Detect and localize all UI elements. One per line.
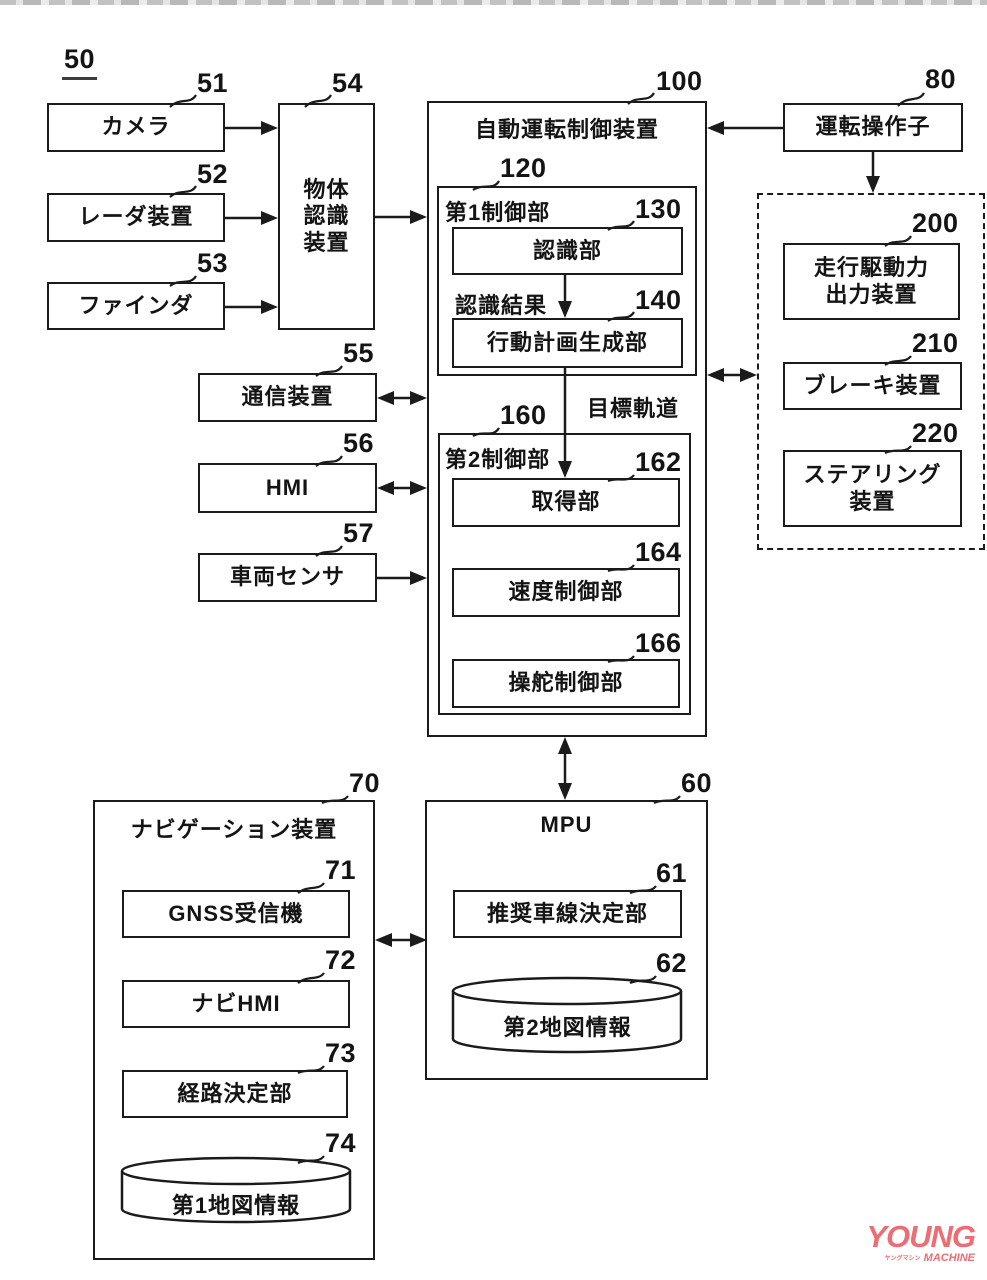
block-radar: レーダ装置: [47, 193, 225, 242]
block-recommended-lane: 推奨車線決定部: [453, 890, 682, 938]
block-auto-drive-control-title: 自動運転制御装置: [474, 117, 659, 142]
ref-74: 74: [325, 1128, 357, 1158]
block-steering-control: 操舵制御部: [452, 659, 680, 708]
block-camera-label: カメラ: [101, 114, 171, 140]
watermark-kana-text: ヤングマシン: [884, 1255, 921, 1262]
cylinder-map1-label: 第1地図情報: [171, 1193, 301, 1218]
block-radar-label: レーダ装置: [78, 204, 194, 230]
ref-52: 52: [197, 159, 229, 189]
block-second-control-label: 第2制御部: [445, 447, 551, 472]
block-navigation-title: ナビゲーション装置: [130, 817, 338, 842]
block-steering-device-label: ステアリング 装置: [803, 462, 941, 515]
ref-62: 62: [656, 948, 688, 978]
block-hmi: HMI: [198, 463, 377, 513]
object-recognition-line3: 装置: [303, 229, 350, 255]
ref-73: 73: [325, 1038, 357, 1068]
block-finder: ファインダ: [47, 282, 225, 330]
block-drive-force-output: 走行駆動力 出力装置: [783, 243, 960, 320]
drive-force-line1: 走行駆動力: [813, 255, 929, 281]
ref-60: 60: [681, 768, 713, 798]
block-speed-control-label: 速度制御部: [508, 579, 624, 605]
block-communication: 通信装置: [198, 373, 377, 422]
scan-artifact-top-edge: [0, 0, 987, 5]
ref-56: 56: [343, 428, 375, 458]
ref-160: 160: [500, 400, 547, 430]
block-driving-operator: 運転操作子: [783, 103, 963, 152]
block-vehicle-sensor: 車両センサ: [198, 553, 377, 602]
ref-61: 61: [656, 858, 688, 888]
ref-120: 120: [500, 153, 547, 183]
block-steering-control-label: 操舵制御部: [508, 670, 624, 696]
ref-220: 220: [912, 418, 959, 448]
block-camera: カメラ: [47, 103, 225, 152]
object-recognition-line2: 認識: [303, 203, 350, 229]
block-gnss-label: GNSS受信機: [168, 900, 304, 926]
block-vehicle-sensor-label: 車両センサ: [229, 564, 345, 590]
block-acquisition: 取得部: [452, 478, 680, 527]
ref-166: 166: [635, 628, 682, 658]
ref-54: 54: [332, 68, 364, 98]
block-action-plan: 行動計画生成部: [452, 318, 683, 368]
ref-50: 50: [62, 44, 98, 80]
block-first-control-label: 第1制御部: [445, 200, 551, 225]
block-object-recognition: 物体 認識 装置: [278, 103, 375, 330]
ref-164: 164: [635, 537, 682, 567]
ref-80: 80: [925, 64, 957, 94]
block-route-decision: 経路決定部: [122, 1070, 348, 1118]
block-recognition: 認識部: [452, 227, 683, 275]
ref-140: 140: [635, 285, 682, 315]
ref-162: 162: [635, 447, 682, 477]
watermark-machine-text: MACHINE: [923, 1252, 975, 1264]
block-recognition-label: 認識部: [532, 237, 602, 263]
drive-force-line2: 出力装置: [825, 281, 918, 307]
block-brake-label: ブレーキ装置: [803, 372, 942, 398]
ref-51: 51: [197, 68, 229, 98]
ref-71: 71: [325, 855, 357, 885]
block-communication-label: 通信装置: [241, 384, 334, 410]
block-driving-operator-label: 運転操作子: [815, 114, 931, 140]
block-finder-label: ファインダ: [78, 292, 194, 318]
ref-100: 100: [656, 66, 703, 96]
block-navi-hmi-label: ナビHMI: [191, 990, 281, 1016]
block-action-plan-label: 行動計画生成部: [486, 329, 648, 355]
block-recommended-lane-label: 推奨車線決定部: [486, 900, 648, 926]
edge-label-recognition-result: 認識結果: [455, 293, 548, 318]
block-object-recognition-label: 物体 認識 装置: [303, 177, 349, 256]
ref-210: 210: [912, 328, 959, 358]
block-navi-hmi: ナビHMI: [122, 980, 350, 1028]
object-recognition-line1: 物体: [303, 176, 350, 202]
steering-device-line1: ステアリング: [803, 462, 942, 488]
ref-72: 72: [325, 945, 357, 975]
block-drive-force-output-label: 走行駆動力 出力装置: [814, 255, 929, 308]
edge-label-target-trajectory: 目標軌道: [587, 396, 680, 421]
block-route-decision-label: 経路決定部: [177, 1080, 293, 1106]
block-brake: ブレーキ装置: [783, 362, 962, 410]
block-hmi-label: HMI: [265, 474, 310, 500]
block-mpu-title: MPU: [540, 812, 593, 837]
ref-200: 200: [912, 208, 959, 238]
block-steering-device: ステアリング 装置: [783, 450, 962, 527]
ref-53: 53: [197, 248, 229, 278]
young-machine-watermark: YOUNG ヤングマシン MACHINE: [865, 1219, 976, 1264]
steering-device-line2: 装置: [849, 488, 896, 514]
ref-130: 130: [635, 194, 682, 224]
block-speed-control: 速度制御部: [452, 568, 680, 617]
ref-57: 57: [343, 518, 375, 548]
ref-70: 70: [349, 768, 381, 798]
cylinder-map2-label: 第2地図情報: [503, 1015, 632, 1040]
block-acquisition-label: 取得部: [531, 489, 601, 515]
ref-55: 55: [343, 338, 375, 368]
block-gnss: GNSS受信機: [122, 890, 350, 938]
watermark-young-text: YOUNG: [866, 1219, 976, 1254]
block-mpu: [425, 800, 708, 1080]
